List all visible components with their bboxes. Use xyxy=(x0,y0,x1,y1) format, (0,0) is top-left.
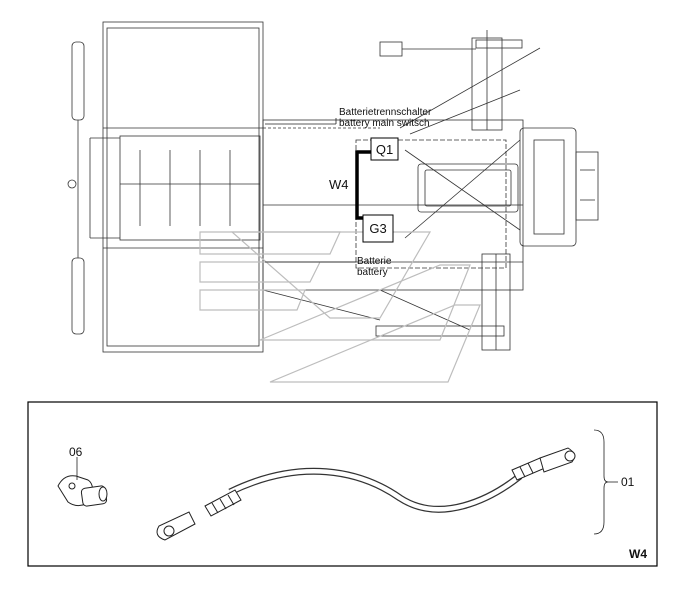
g3-label: G3 xyxy=(369,221,386,236)
w4-cable-highlight xyxy=(355,150,372,220)
g3-box: G3 xyxy=(362,214,394,243)
part-01-label: 01 xyxy=(621,475,635,489)
switch-label-de: Batterietrennschalter xyxy=(339,107,432,118)
w4-label: W4 xyxy=(329,177,349,192)
battery-cable-icon xyxy=(156,447,576,541)
part-06-label: 06 xyxy=(69,445,83,459)
detail-panel: 06 01 W4 xyxy=(27,401,658,567)
panel-tag: W4 xyxy=(629,547,647,561)
battery-label-en: battery xyxy=(357,267,388,278)
battery-label-de: Batterie xyxy=(357,256,392,267)
callout-leaders xyxy=(265,118,356,263)
switch-label-en: battery main switsch xyxy=(339,118,430,129)
watermark-logo xyxy=(199,231,481,383)
q1-box: Q1 xyxy=(370,137,399,161)
q1-label: Q1 xyxy=(376,142,393,157)
battery-clamp-icon xyxy=(57,475,108,507)
